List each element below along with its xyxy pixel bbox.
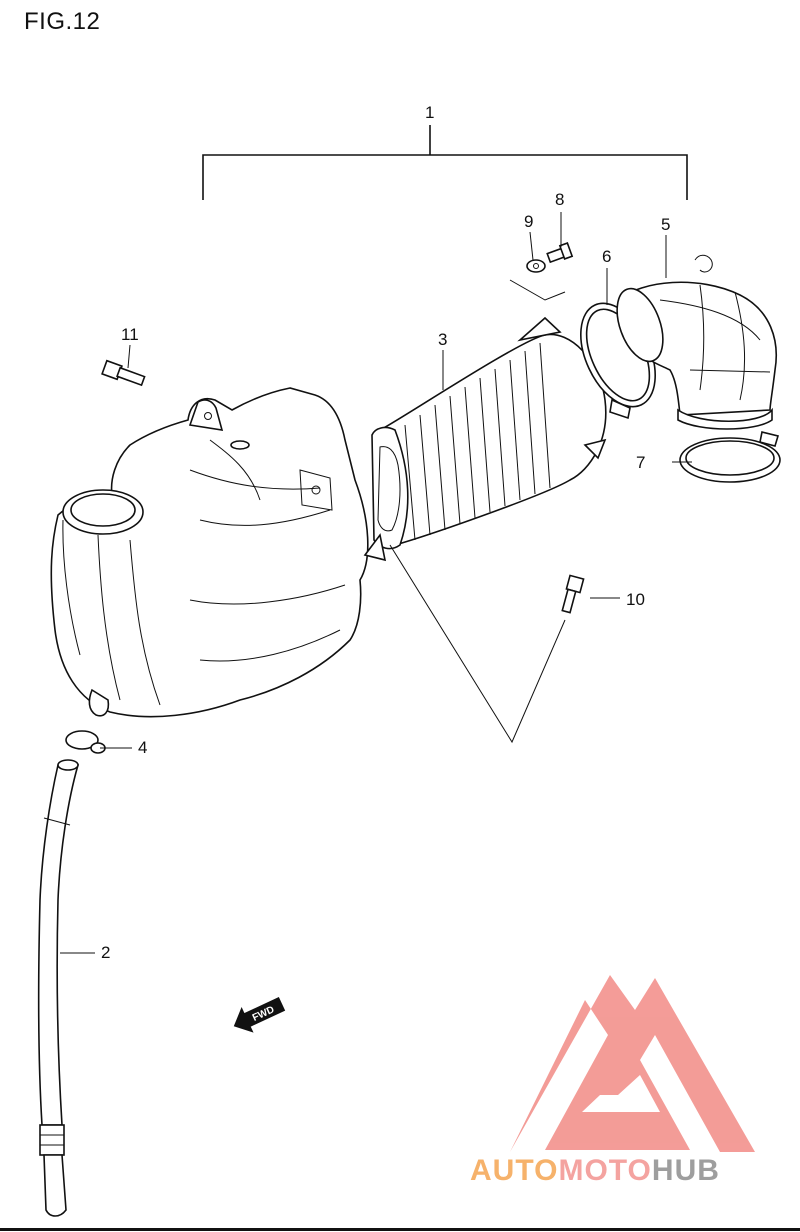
callout-11: 11 xyxy=(121,325,139,344)
callout-6: 6 xyxy=(602,247,611,266)
figure-title: FIG.12 xyxy=(24,8,101,35)
callout-10: 10 xyxy=(626,590,645,609)
svg-text:AUTOMOTOHUB: AUTOMOTOHUB xyxy=(470,1154,720,1187)
assembly-bracket xyxy=(202,125,688,200)
fwd-label: FWD xyxy=(251,1004,276,1024)
watermark-auto: AUTO xyxy=(470,1154,558,1187)
bolt-11 xyxy=(101,359,146,387)
bolt-8 xyxy=(546,242,574,264)
callout-5: 5 xyxy=(661,215,670,234)
washer-9 xyxy=(526,259,546,273)
drain-plug-4 xyxy=(65,730,106,754)
drain-hose xyxy=(37,759,80,1217)
callout-7: 7 xyxy=(636,453,645,472)
callout-8: 8 xyxy=(555,190,564,209)
leader-lines xyxy=(60,212,692,954)
clamp-ring-7 xyxy=(679,431,781,483)
air-filter-element xyxy=(363,316,607,562)
bottom-frame-line xyxy=(0,1228,800,1231)
callout-9: 9 xyxy=(524,212,533,231)
bolt-10 xyxy=(561,574,585,614)
watermark-logo xyxy=(510,975,755,1152)
intake-elbow xyxy=(616,254,777,430)
watermark-text: AUTOMOTOHUB xyxy=(470,1154,720,1187)
callout-1: 1 xyxy=(425,103,434,122)
watermark-hub: HUB xyxy=(652,1154,720,1187)
callout-3: 3 xyxy=(438,330,447,349)
air-cleaner-case xyxy=(50,387,369,718)
filter-pleats xyxy=(404,342,551,541)
callout-4: 4 xyxy=(138,738,147,757)
watermark-moto: MOTO xyxy=(558,1154,651,1187)
fwd-direction-arrow: FWD xyxy=(233,997,286,1033)
callout-2: 2 xyxy=(101,943,110,962)
